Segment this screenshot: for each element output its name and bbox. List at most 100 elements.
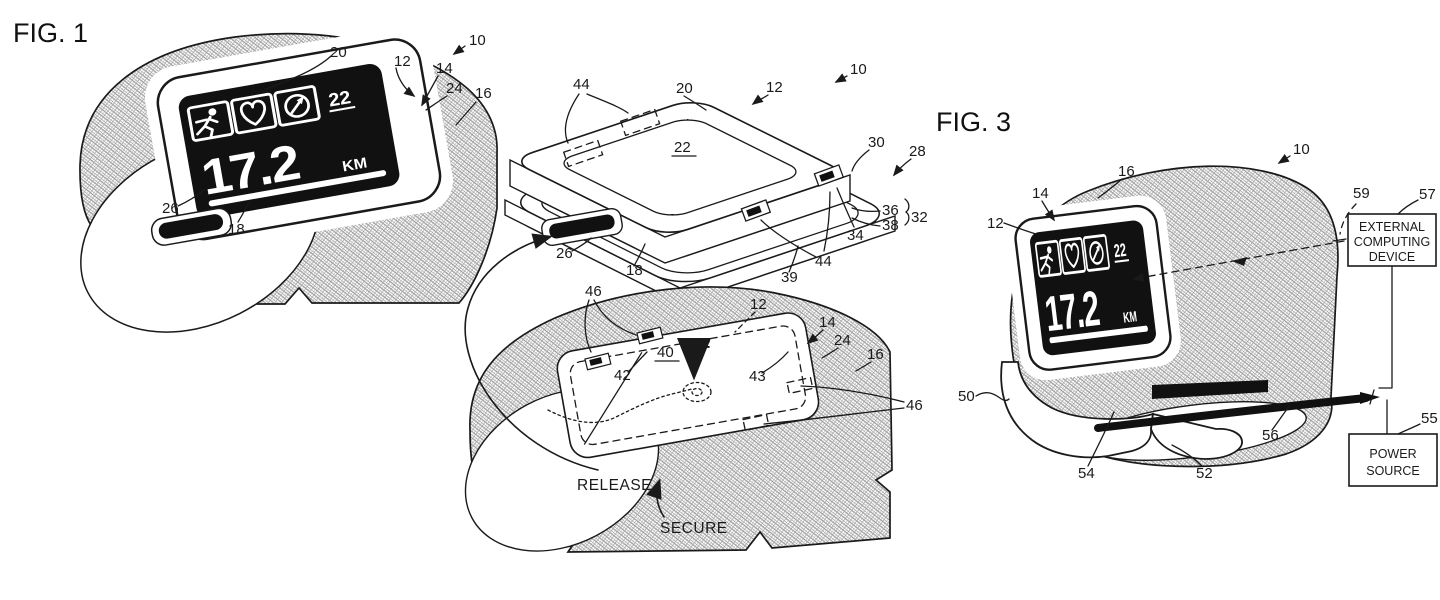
ref-label-fig2-30: 30 bbox=[868, 134, 885, 151]
fig2-press-target-inner bbox=[691, 387, 703, 397]
ref-label-fig3-52: 52 bbox=[1196, 465, 1213, 482]
leader-fig1-26 bbox=[177, 189, 205, 207]
ref-label-fig2-46-right: 46 bbox=[906, 397, 923, 414]
ref-label-fig2-12-top: 12 bbox=[766, 79, 783, 96]
ref-label-fig2-force: F bbox=[700, 337, 710, 356]
leader-fig3-57 bbox=[1397, 199, 1419, 215]
fig3-data-link-mid-arrow bbox=[1232, 257, 1247, 266]
leader-fig2-44-side bbox=[760, 191, 831, 258]
leader-fig3-50 bbox=[975, 392, 1010, 402]
ref-label-fig3-54: 54 bbox=[1078, 465, 1095, 482]
external-computing-device-box: EXTERNAL COMPUTING DEVICE bbox=[1347, 213, 1437, 267]
external-box-line1: EXTERNAL bbox=[1359, 220, 1425, 234]
leader-fig1-18 bbox=[237, 201, 250, 223]
fig2-sensor-window-b bbox=[619, 108, 661, 137]
ref-label-fig1-14: 14 bbox=[436, 60, 453, 77]
leader-fig1-24 bbox=[425, 95, 448, 111]
fig2-latch-tab-a bbox=[740, 199, 772, 222]
leader-fig1-12 bbox=[395, 67, 416, 98]
ref-label-fig2-46-left: 46 bbox=[585, 283, 602, 300]
ref-label-fig2-24: 24 bbox=[834, 332, 851, 349]
fig1: FIG. 1 20 12 14 24 16 10 26 18 bbox=[13, 18, 498, 333]
leader-fig3-14 bbox=[1041, 200, 1055, 222]
leader-fig2-38 bbox=[851, 217, 881, 227]
ref-label-fig2-20: 20 bbox=[676, 80, 693, 97]
leader-fig3-55 bbox=[1397, 423, 1421, 435]
ref-label-fig2-10: 10 bbox=[850, 61, 867, 78]
ref-label-fig1-18: 18 bbox=[228, 221, 245, 238]
fig2-release-arrow bbox=[464, 233, 599, 471]
fig2: 22 44 20 12 10 30 28 36 38 32 34 bbox=[437, 61, 928, 553]
ref-label-fig2-16: 16 bbox=[867, 346, 884, 363]
ref-label-fig1-10: 10 bbox=[469, 32, 486, 49]
fig2-cradle-slot-b bbox=[742, 413, 770, 432]
ref-label-fig2-38: 38 bbox=[882, 217, 899, 234]
leader-fig2-30 bbox=[851, 149, 870, 172]
ref-label-fig2-14: 14 bbox=[819, 314, 836, 331]
external-box-line2: COMPUTING bbox=[1354, 235, 1430, 249]
leader-fig2-12-band bbox=[734, 311, 756, 333]
fig3: FIG. 3 EXTERNAL COMPUTING DEVICE PO bbox=[936, 107, 1438, 487]
release-label: RELEASE bbox=[577, 477, 652, 494]
leader-fig2-18 bbox=[633, 243, 646, 267]
ref-label-fig3-16: 16 bbox=[1118, 163, 1135, 180]
fig2-cradle-slot-a bbox=[786, 376, 814, 395]
ref-label-fig1-20: 20 bbox=[330, 44, 347, 61]
fig3-label: FIG. 3 bbox=[936, 107, 1011, 137]
fig3-watch bbox=[1005, 195, 1181, 381]
ref-label-fig3-55: 55 bbox=[1421, 410, 1438, 427]
fig2-sensor-window-a bbox=[562, 139, 604, 168]
fig2-brace-32 bbox=[904, 198, 910, 226]
ref-label-fig2-18: 18 bbox=[626, 262, 643, 279]
ref-label-fig3-56: 56 bbox=[1262, 427, 1279, 444]
fig2-latch-tab-b bbox=[813, 164, 845, 187]
fig3-dock-foot bbox=[1150, 412, 1243, 460]
fig1-watch bbox=[144, 26, 453, 252]
ref-label-fig2-32: 32 bbox=[911, 209, 928, 226]
leader-fig2-39 bbox=[788, 245, 799, 273]
leader-fig3-52 bbox=[1171, 444, 1203, 467]
leader-fig2-36 bbox=[851, 207, 881, 213]
fig2-cradle-tab-b bbox=[584, 352, 612, 371]
ref-label-fig3-14: 14 bbox=[1032, 185, 1049, 202]
leader-fig2-43 bbox=[761, 351, 789, 374]
leader-fig2-44-top bbox=[564, 93, 629, 144]
ref-label-fig1-12: 12 bbox=[394, 53, 411, 70]
leader-fig2-46-right bbox=[763, 385, 905, 425]
ref-label-fig2-44-top: 44 bbox=[573, 76, 590, 93]
ref-label-fig2-39: 39 bbox=[781, 269, 798, 286]
ref-label-fig2-22: 22 bbox=[674, 139, 691, 156]
leader-fig2-16 bbox=[855, 361, 872, 372]
leader-fig3-59 bbox=[1339, 203, 1357, 235]
fig2-flex-line bbox=[547, 388, 693, 424]
fig2-cover-wall bbox=[509, 158, 851, 264]
fig3-wiring-lines bbox=[1378, 265, 1393, 435]
fig2-press-target-outer bbox=[682, 381, 712, 403]
fig3-cable-upper-segment bbox=[1152, 380, 1268, 399]
fig2-cover-display-outline bbox=[554, 116, 806, 219]
fig3-data-link-tick bbox=[1332, 238, 1347, 242]
ref-label-fig3-12: 12 bbox=[987, 215, 1004, 232]
ref-label-fig2-42: 42 bbox=[614, 367, 631, 384]
ref-label-fig2-34: 34 bbox=[847, 227, 864, 244]
fig2-secure-arrow bbox=[646, 478, 665, 518]
leader-fig1-16 bbox=[455, 101, 477, 126]
leader-fig1-14 bbox=[421, 75, 439, 107]
leader-fig3-12 bbox=[1003, 222, 1037, 235]
leader-fig3-10 bbox=[1277, 153, 1291, 164]
leader-fig3-56 bbox=[1271, 404, 1291, 431]
fig2-cradle-tab-a bbox=[636, 326, 664, 345]
ref-label-fig2-26: 26 bbox=[556, 245, 573, 262]
ref-label-fig2-36: 36 bbox=[882, 202, 899, 219]
leader-fig1-20 bbox=[265, 55, 332, 90]
ref-label-fig3-10: 10 bbox=[1293, 141, 1310, 158]
leader-fig2-14 bbox=[806, 329, 824, 345]
leader-fig2-10 bbox=[834, 73, 848, 83]
ref-label-fig3-57: 57 bbox=[1419, 186, 1436, 203]
leader-fig2-12-top bbox=[751, 94, 769, 106]
leader-fig2-26 bbox=[571, 237, 592, 252]
external-box-line3: DEVICE bbox=[1369, 250, 1416, 264]
ref-label-fig2-12-band: 12 bbox=[750, 296, 767, 313]
fig2-connector bbox=[541, 207, 623, 247]
